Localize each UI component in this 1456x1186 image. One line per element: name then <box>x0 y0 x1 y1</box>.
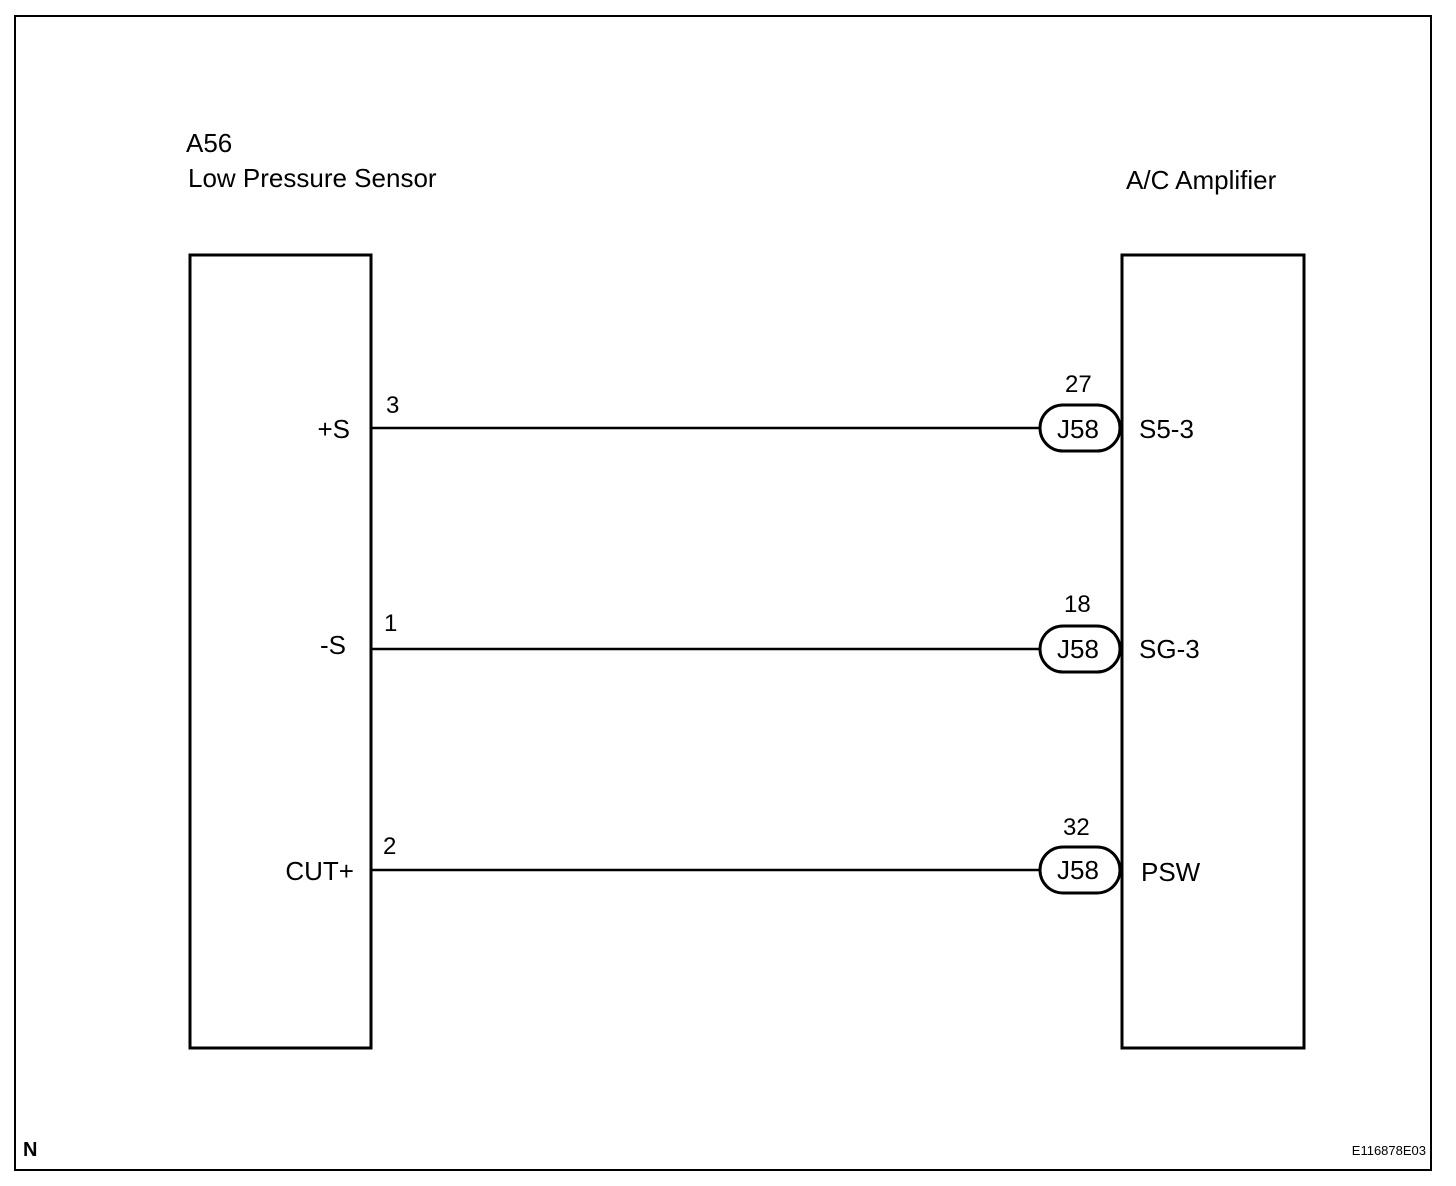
connector-code-1: J58 <box>1057 414 1099 444</box>
amp-pin-32: 32 <box>1063 814 1090 841</box>
connector-oval-3 <box>1038 845 1122 895</box>
low-pressure-sensor-box <box>188 253 373 1050</box>
ac-amplifier-box <box>1120 253 1306 1050</box>
amp-pin-18: 18 <box>1064 591 1091 618</box>
pin-number-3: 3 <box>386 392 400 419</box>
connector-oval-1 <box>1038 403 1122 453</box>
connector-code-2: J58 <box>1057 634 1099 664</box>
corner-mark: N <box>23 1139 38 1161</box>
left-component-name: Low Pressure Sensor <box>188 163 437 193</box>
signal-label-sg-3: SG-3 <box>1139 634 1200 664</box>
amp-pin-27: 27 <box>1065 371 1092 398</box>
signal-label-s5-3: S5-3 <box>1139 414 1194 444</box>
signal-label-psw: PSW <box>1141 857 1201 887</box>
right-component-name: A/C Amplifier <box>1126 165 1277 195</box>
terminal-label-cut-plus: CUT+ <box>285 856 354 886</box>
connector-code-3: J58 <box>1057 855 1099 885</box>
pin-number-1: 1 <box>384 610 398 637</box>
left-component-code: A56 <box>186 128 233 158</box>
pin-number-2: 2 <box>383 833 397 860</box>
diagram-frame <box>14 15 1432 1171</box>
terminal-label-minus-s: -S <box>320 630 346 660</box>
terminal-label-plus-s: +S <box>317 414 350 444</box>
connector-oval-2 <box>1038 624 1122 674</box>
figure-code: E116878E03 <box>1351 1143 1426 1158</box>
